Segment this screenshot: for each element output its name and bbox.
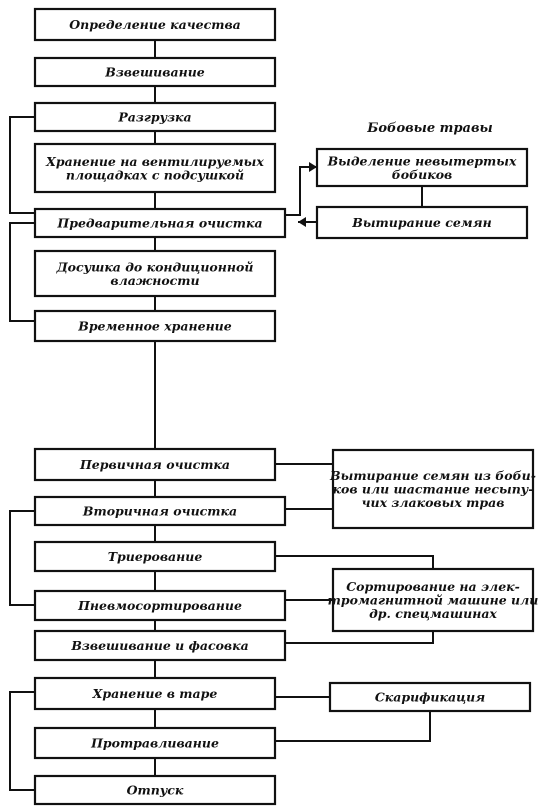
trieur-step-frame xyxy=(33,540,277,573)
storage-in-containers-step: Хранение в таре xyxy=(33,676,277,711)
pneumatic-sorting-step-label: Пневмосортирование xyxy=(77,598,242,613)
weighing-packing-step-frame xyxy=(33,629,287,662)
seed-rubbing-step-frame xyxy=(315,205,529,240)
weighing-packing-step: Взвешивание и фасовка xyxy=(33,629,287,662)
connector-line xyxy=(9,116,35,214)
dressing-step-frame xyxy=(33,726,277,760)
pod-separation-step-label: бобиков xyxy=(392,167,453,182)
pod-rubbing-step-label: Вытирание семян из боби- xyxy=(329,468,536,483)
seed-rubbing-step: Вытирание семян xyxy=(315,205,529,240)
secondary-cleaning-step: Вторичная очистка xyxy=(33,495,287,527)
trieur-step-label: Триерование xyxy=(108,549,203,564)
storage-in-containers-step-frame xyxy=(33,676,277,711)
pod-separation-step-label: Выделение невытертых xyxy=(327,153,517,168)
electromagnetic-sorting-step-label: Сортирование на элек- xyxy=(346,579,520,594)
primary-cleaning-step-label: Первичная очистка xyxy=(79,457,230,472)
scarification-step-label: Скарификация xyxy=(375,690,485,705)
weighing-step-label: Взвешивание xyxy=(104,65,205,80)
secondary-cleaning-step-frame xyxy=(33,495,287,527)
weighing-step: Взвешивание xyxy=(33,56,277,88)
dressing-step-label: Протравливание xyxy=(90,736,219,751)
electromagnetic-sorting-step-label: др. спецмашинах xyxy=(369,606,497,621)
primary-cleaning-step-frame xyxy=(33,447,277,482)
connectors xyxy=(9,40,434,791)
release-step: Отпуск xyxy=(33,774,277,806)
drying-step-label: влажности xyxy=(110,273,199,288)
pneumatic-sorting-step-frame xyxy=(33,589,287,622)
quality-determination-step-frame xyxy=(33,7,277,42)
pre-cleaning-step-label: Предварительная очистка xyxy=(56,216,262,231)
pod-rubbing-step: Вытирание семян из боби-ков или шастание… xyxy=(329,448,536,530)
release-step-frame xyxy=(33,774,277,806)
trieur-step: Триерование xyxy=(33,540,277,573)
pod-rubbing-step-label: ков или шастание несыпу- xyxy=(333,482,534,497)
pod-rubbing-step-frame xyxy=(331,448,535,530)
connector-line xyxy=(9,222,35,322)
release-step-label: Отпуск xyxy=(127,783,184,798)
quality-determination-step-label: Определение качества xyxy=(69,17,241,32)
ventilated-storage-step-label: площадках с подсушкой xyxy=(66,167,244,182)
primary-cleaning-step: Первичная очистка xyxy=(33,447,277,482)
boxes: Определение качестваВзвешиваниеРазгрузка… xyxy=(33,7,538,806)
connector-line xyxy=(285,166,317,216)
electromagnetic-sorting-step-frame xyxy=(331,567,535,633)
unloading-step-label: Разгрузка xyxy=(117,110,191,125)
connector-line xyxy=(9,691,35,791)
seed-rubbing-step-label: Вытирание семян xyxy=(351,215,491,230)
scarification-step-frame xyxy=(328,681,532,713)
connector-line xyxy=(275,711,431,742)
electromagnetic-sorting-step-label: тромагнитной машине или xyxy=(328,593,538,608)
weighing-step-frame xyxy=(33,56,277,88)
arrow-right-icon xyxy=(309,162,317,172)
pre-cleaning-step-frame xyxy=(33,207,287,239)
temporary-storage-step: Временное хранение xyxy=(33,309,277,343)
connector-line xyxy=(9,510,35,606)
storage-in-containers-step-label: Хранение в таре xyxy=(92,686,218,701)
weighing-packing-step-label: Взвешивание и фасовка xyxy=(70,638,248,653)
connector-line xyxy=(275,555,434,569)
scarification-step: Скарификация xyxy=(328,681,532,713)
secondary-cleaning-step-label: Вторичная очистка xyxy=(82,504,237,519)
pneumatic-sorting-step: Пневмосортирование xyxy=(33,589,287,622)
ventilated-storage-step-label: Хранение на вентилируемых xyxy=(45,154,264,169)
temporary-storage-step-frame xyxy=(33,309,277,343)
pod-rubbing-step-label: чих злаковых трав xyxy=(362,495,505,510)
connector-line xyxy=(285,631,434,644)
unloading-step: Разгрузка xyxy=(33,101,277,133)
ventilated-storage-step-frame xyxy=(33,142,277,194)
drying-step-frame xyxy=(33,249,277,298)
temporary-storage-step-label: Временное хранение xyxy=(77,319,232,334)
arrow-left-icon xyxy=(298,217,306,227)
legumes-title: Бобовые травы xyxy=(366,121,492,136)
pre-cleaning-step: Предварительная очистка xyxy=(33,207,287,239)
dressing-step: Протравливание xyxy=(33,726,277,760)
unloading-step-frame xyxy=(33,101,277,133)
pod-separation-step-frame xyxy=(315,147,529,188)
drying-step-label: Досушка до кондиционной xyxy=(56,259,254,274)
quality-determination-step: Определение качества xyxy=(33,7,277,42)
electromagnetic-sorting-step: Сортирование на элек-тромагнитной машине… xyxy=(328,567,538,633)
